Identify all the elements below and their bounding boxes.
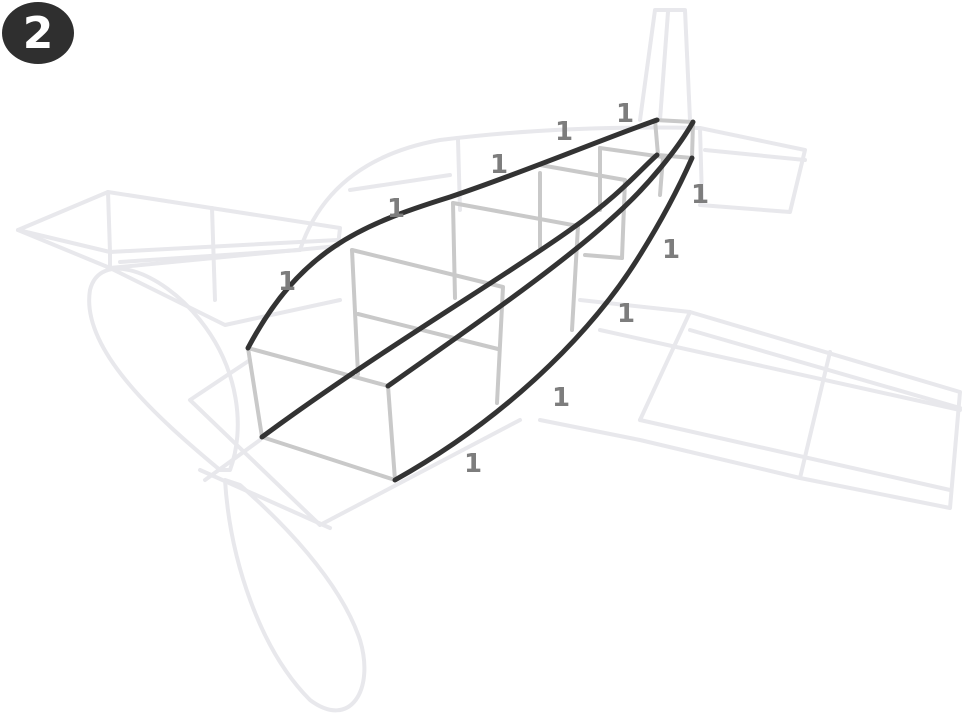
ghost-left-wing <box>16 190 342 327</box>
piece-count-label: 1 <box>464 449 482 479</box>
longeron-bottom-left <box>259 152 660 440</box>
longeron-bottom-right <box>392 155 695 483</box>
piece-count-label: 1 <box>691 180 709 210</box>
piece-count-label: 1 <box>490 150 508 180</box>
piece-count-labels: 1 1 1 1 1 1 1 1 1 1 <box>278 99 709 479</box>
highlighted-longerons <box>245 117 696 483</box>
ghost-right-wing <box>538 298 962 510</box>
step-number: 2 <box>22 7 54 59</box>
ghost-propeller <box>87 266 367 713</box>
ghost-lower-body <box>188 358 522 530</box>
piece-count-label: 1 <box>552 383 570 413</box>
piece-count-label: 1 <box>555 117 573 147</box>
ghost-airplane <box>16 8 962 713</box>
longeron-top-left <box>245 117 660 351</box>
ghost-upper-wing <box>298 125 807 252</box>
piece-count-label: 1 <box>617 299 635 329</box>
ghost-tail-fin <box>638 8 692 122</box>
piece-count-label: 1 <box>662 235 680 265</box>
step-number-badge: 2 <box>2 2 74 64</box>
longeron-top-right <box>385 119 696 389</box>
piece-count-label: 1 <box>278 267 296 297</box>
piece-count-label: 1 <box>387 194 405 224</box>
piece-count-label: 1 <box>616 99 634 129</box>
